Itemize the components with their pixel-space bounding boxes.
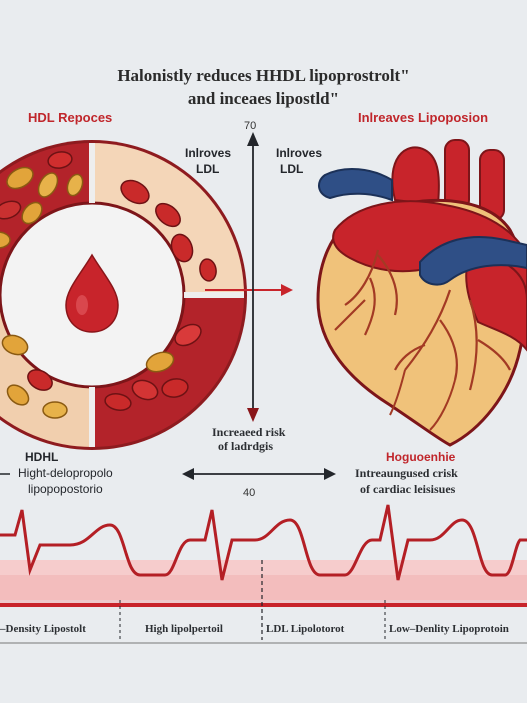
hogueenhie-label: Hoguoenhie [386,450,456,464]
title-line-1: Halonistly reduces HHDL lipoprostrolt" [117,66,410,85]
right-ldl-label: LDL [280,162,304,176]
ladrdgis-label: of ladrdgis [218,439,274,453]
lipopopostorio-label: lipopopostorio [28,482,103,496]
left-inlroves-label: Inlroves [185,146,232,160]
left-ldl-label: LDL [196,162,220,176]
arrow-left-icon [182,468,194,480]
ldl-lipolotorot-label: LDL Lipolotorot [266,623,345,635]
arrow-right-icon [281,284,293,296]
high-density-label: Hight-delopropolo [18,466,113,480]
cardiac-leisisues-label: of cardiac leisisues [360,482,456,496]
hdhl-label: HDHL [25,450,59,464]
heart-icon [316,139,527,447]
right-inlroves-label: Inlroves [276,146,323,160]
arrow-up-icon [247,132,259,146]
low-density-lipostolt-label: –Density Lipostolt [0,623,86,635]
axis-bottom-value: 40 [243,487,256,499]
hdl-repoces-label: HDL Repoces [28,110,113,125]
cardiac-risk-label: Intreaungused crisk [355,466,458,480]
title-line-2: and inceaes lipostld" [187,89,340,108]
low-denlity-lipoprotoin-label: Low–Denlity Lipoprotoin [389,623,509,635]
blood-cell-ring [0,140,247,450]
arrow-down-icon [247,408,259,422]
ecg-band [0,504,527,644]
increased-risk-label: Increaeed risk [212,425,286,439]
arrow-right-icon-2 [324,468,336,480]
inlreaves-lipoposion-label: Inlreaves Lipoposion [358,110,489,125]
axis-top-value: 70 [244,120,257,132]
high-lipolpertoil-label: High lipolpertoil [145,623,223,635]
